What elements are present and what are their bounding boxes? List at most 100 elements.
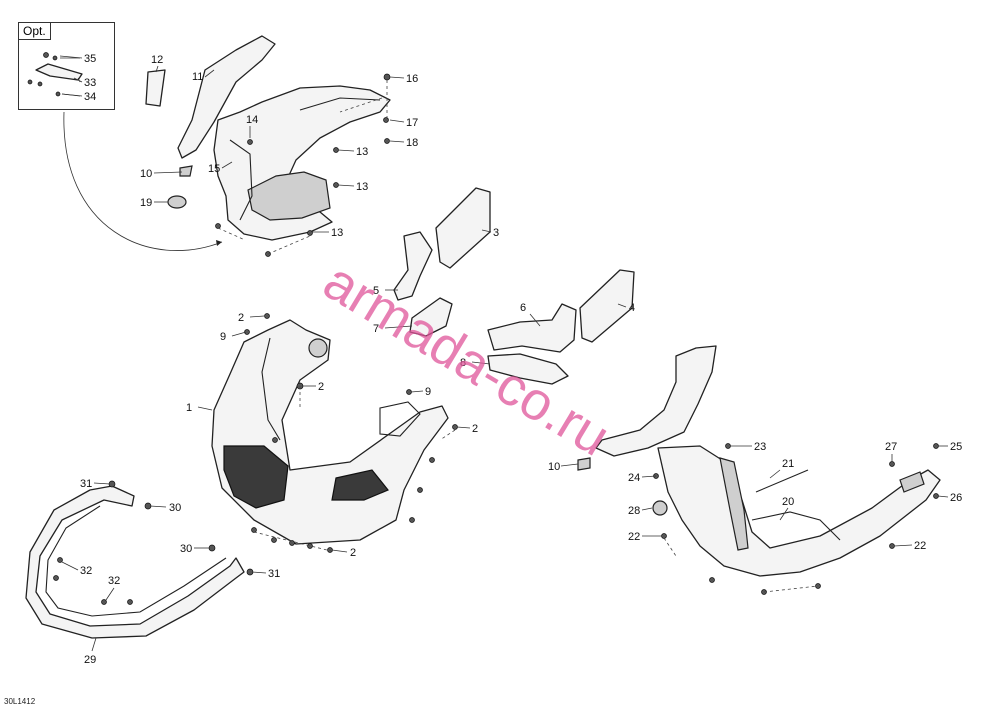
callout-label: 19 bbox=[140, 197, 152, 209]
callout-label: 2 bbox=[472, 423, 478, 435]
callout-label: 25 bbox=[950, 441, 962, 453]
callout-label: 1 bbox=[186, 402, 192, 414]
callout-label: 35 bbox=[84, 53, 96, 65]
optional-label: Opt. bbox=[19, 23, 51, 40]
bracket-part-6 bbox=[487, 303, 577, 353]
callout-label: 10 bbox=[140, 168, 152, 180]
leader-line bbox=[93, 482, 111, 485]
callout-label: 14 bbox=[246, 114, 258, 126]
front-bumper-assembly bbox=[25, 480, 254, 639]
front-nose-part-1 bbox=[211, 319, 449, 545]
callout-label: 9 bbox=[220, 331, 226, 343]
bracket-part-7 bbox=[409, 297, 453, 337]
callout-label: 31 bbox=[80, 478, 92, 490]
dash-opening bbox=[247, 171, 331, 221]
callout-label: 9 bbox=[425, 386, 431, 398]
leader-line bbox=[155, 65, 159, 73]
side-strip bbox=[719, 457, 749, 551]
callout-labels: 35 33 34 12 11 16 14 17 18 13 15 10 13 1… bbox=[80, 53, 962, 666]
leader-line bbox=[73, 77, 83, 83]
screw-icon bbox=[43, 52, 49, 58]
clip-part-10 bbox=[179, 165, 193, 177]
option-leader-curve bbox=[63, 111, 223, 251]
leader-line bbox=[61, 561, 79, 571]
windshield-part-11 bbox=[177, 35, 276, 159]
callout-label: 12 bbox=[151, 54, 163, 66]
leader-line bbox=[389, 119, 405, 123]
callout-label: 10 bbox=[548, 461, 560, 473]
callout-label: 22 bbox=[628, 531, 640, 543]
knee-pad-part-4 bbox=[579, 269, 635, 343]
screw-icon bbox=[27, 79, 33, 85]
leader-line bbox=[389, 140, 405, 143]
callout-label: 16 bbox=[406, 73, 418, 85]
callout-label: 28 bbox=[628, 505, 640, 517]
leader-line bbox=[59, 55, 83, 59]
optional-parts-box: Opt. bbox=[18, 22, 115, 110]
callout-label: 8 bbox=[460, 357, 466, 369]
callout-label: 24 bbox=[628, 472, 640, 484]
cap-part-19 bbox=[167, 195, 187, 209]
leader-line bbox=[937, 495, 949, 498]
bracket-part-8 bbox=[487, 353, 569, 385]
callout-label: 2 bbox=[318, 381, 324, 393]
leader-line bbox=[617, 303, 627, 308]
clip-part-10-lower bbox=[577, 457, 591, 471]
leader-line bbox=[331, 549, 348, 553]
callout-label: 20 bbox=[782, 496, 794, 508]
callout-label: 34 bbox=[84, 91, 96, 103]
upper-hood-assembly bbox=[145, 35, 391, 257]
leader-line bbox=[105, 587, 115, 601]
callout-label: 13 bbox=[356, 181, 368, 193]
leader-line bbox=[641, 475, 657, 478]
callout-label: 2 bbox=[350, 547, 356, 559]
leader-line bbox=[384, 325, 413, 329]
leader-line bbox=[481, 229, 492, 233]
leader-line bbox=[560, 463, 579, 467]
knee-pad-part-3 bbox=[435, 187, 491, 269]
callout-label: 30 bbox=[180, 543, 192, 555]
callout-label: 32 bbox=[108, 575, 120, 587]
callout-label: 22 bbox=[914, 540, 926, 552]
callout-label: 13 bbox=[356, 146, 368, 158]
leader-line bbox=[204, 69, 215, 78]
callout-label: 30 bbox=[169, 502, 181, 514]
leader-line bbox=[61, 93, 83, 97]
leader-line bbox=[456, 426, 471, 429]
callout-label: 26 bbox=[950, 492, 962, 504]
leader-line bbox=[779, 507, 789, 521]
decal-part-12 bbox=[145, 69, 166, 107]
leader-line bbox=[91, 637, 97, 652]
leader-line bbox=[337, 184, 355, 187]
leader-line bbox=[251, 571, 267, 574]
front-grille bbox=[223, 445, 289, 509]
callout-label: 13 bbox=[331, 227, 343, 239]
leader-line bbox=[529, 313, 541, 327]
callout-label: 27 bbox=[885, 441, 897, 453]
callout-label: 32 bbox=[80, 565, 92, 577]
leader-line bbox=[769, 469, 781, 479]
callout-label: 33 bbox=[84, 77, 96, 89]
callout-label: 18 bbox=[406, 137, 418, 149]
callout-label: 21 bbox=[782, 458, 794, 470]
callout-label: 15 bbox=[208, 163, 220, 175]
leader-line bbox=[641, 507, 653, 511]
callout-label: 7 bbox=[373, 323, 379, 335]
leader-line bbox=[410, 390, 424, 393]
leader-line bbox=[231, 331, 247, 337]
strip-part-21 bbox=[755, 469, 809, 493]
headlight-housing bbox=[331, 469, 389, 501]
leader-line bbox=[153, 171, 183, 174]
drawing-code: 30L1412 bbox=[4, 697, 36, 706]
knee-pad-group bbox=[393, 187, 635, 385]
leader-lines bbox=[59, 55, 949, 652]
leader-line bbox=[389, 76, 405, 79]
optional-bracket bbox=[35, 63, 83, 81]
callout-label: 31 bbox=[268, 568, 280, 580]
nut-icon bbox=[52, 55, 58, 61]
callout-label: 23 bbox=[754, 441, 766, 453]
leader-line bbox=[893, 544, 913, 547]
callout-label: 17 bbox=[406, 117, 418, 129]
